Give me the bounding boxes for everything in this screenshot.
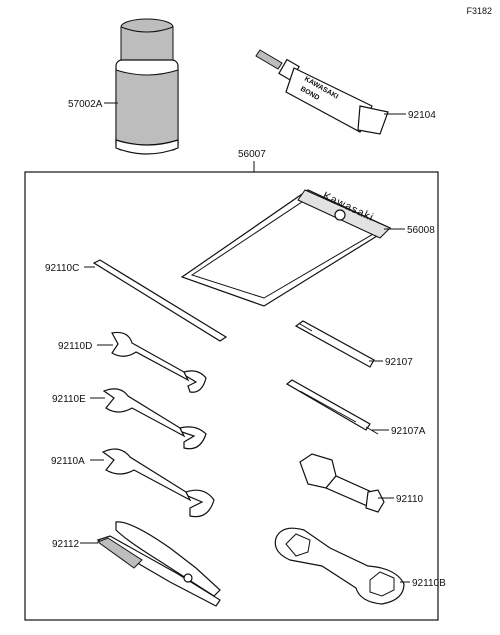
label-tool-kit: 56007 (238, 149, 266, 160)
spray-can (115, 18, 179, 155)
label-ring-wrench: 92110B (412, 578, 446, 589)
label-tool-case: 56008 (407, 225, 435, 236)
bar-handle (92, 259, 228, 342)
label-bond-tube: 92104 (408, 110, 436, 121)
ring-wrench (274, 527, 405, 605)
figure-code: F3182 (466, 6, 492, 16)
tool-case: Kawasaki (180, 189, 392, 307)
bond-tube: KAWASAKI BOND (255, 49, 389, 135)
tool-kit-frame (24, 171, 439, 621)
label-screwdriver: 92107 (385, 357, 413, 368)
label-wrench-e: 92110E (52, 394, 86, 405)
label-screwdriver-grip: 92107A (391, 426, 426, 437)
screwdriver (294, 320, 375, 368)
label-wrench-a: 92110A (51, 456, 85, 467)
pliers (96, 521, 221, 607)
open-wrench-d (111, 331, 207, 393)
label-plug-wrench: 92110 (396, 494, 424, 505)
open-wrench-e (102, 388, 207, 450)
label-spray-can: 57002A (68, 99, 103, 110)
open-wrench-a (101, 448, 215, 518)
plug-wrench (299, 453, 385, 513)
screwdriver-grip (285, 379, 379, 435)
label-bar: 92110C (45, 263, 79, 274)
label-wrench-d: 92110D (58, 341, 92, 352)
label-pliers: 92112 (52, 539, 80, 550)
